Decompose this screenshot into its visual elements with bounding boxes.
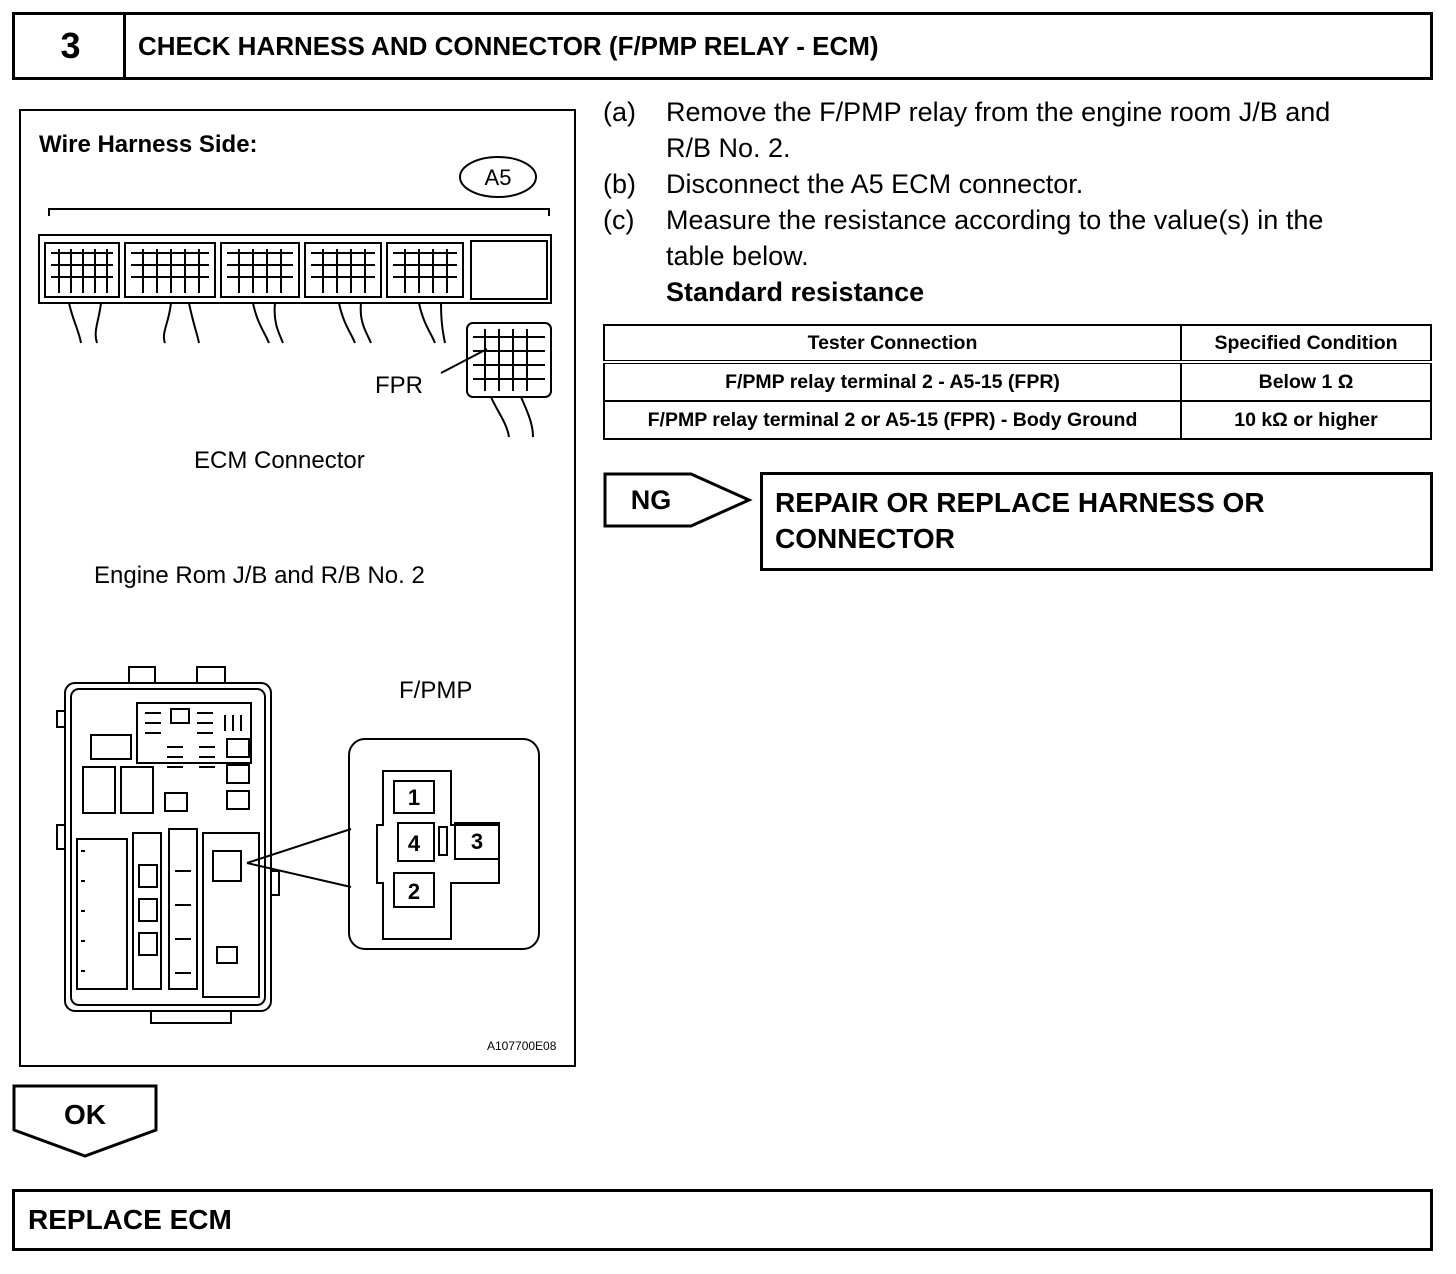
ok-action: REPLACE ECM [28, 1204, 232, 1235]
pin-group-3 [220, 242, 300, 298]
relay-terminal-2: 2 [408, 879, 420, 904]
figure-drawing: A5 [38, 156, 552, 1024]
ng-action-line: CONNECTOR [775, 523, 955, 554]
table-cell: F/PMP relay terminal 2 - A5-15 (FPR) [603, 361, 1182, 402]
jb-label: Engine Rom J/B and R/B No. 2 [94, 562, 425, 589]
ok-arrow: OK [12, 1084, 158, 1158]
ng-action-line: REPAIR OR REPLACE HARNESS OR [775, 487, 1265, 518]
ok-label: OK [64, 1099, 106, 1130]
instruction-label: (b) [603, 169, 636, 199]
relay-terminal-box [348, 738, 540, 950]
ng-label: NG [631, 485, 672, 515]
instruction-text: table below. [666, 241, 809, 271]
relay-label: F/PMP [399, 677, 473, 704]
fpmp-relay-slot [212, 850, 242, 882]
pin-group-4 [304, 242, 382, 298]
zoom-connector [466, 322, 552, 398]
spec-table: Tester Connection Specified Condition F/… [603, 324, 1432, 440]
relay-terminal-3: 3 [471, 829, 483, 854]
instruction-text: Disconnect the A5 ECM connector. [666, 169, 1084, 199]
figure-id: A107700E08 [487, 1039, 557, 1053]
instruction-text: R/B No. 2. [666, 133, 791, 163]
standard-heading: Standard resistance [666, 277, 925, 307]
wiring-figure: Wire Harness Side: FPR ECM Connector Eng… [19, 109, 576, 1067]
table-row: F/PMP relay terminal 2 - A5-15 (FPR) Bel… [603, 361, 1432, 402]
ecm-connector-label: ECM Connector [194, 447, 365, 474]
pin-group-5 [386, 242, 464, 298]
table-header: Tester Connection [603, 324, 1182, 364]
pin-group-2 [124, 242, 216, 298]
step-title: CHECK HARNESS AND CONNECTOR (F/PMP RELAY… [123, 12, 1433, 80]
ecm-connector-body [38, 234, 552, 304]
instruction-text: Remove the F/PMP relay from the engine r… [666, 97, 1331, 127]
instruction-text: Measure the resistance according to the … [666, 205, 1324, 235]
instructions: (a) Remove the F/PMP relay from the engi… [603, 94, 1432, 314]
table-header: Specified Condition [1180, 324, 1432, 364]
table-cell: Below 1 Ω [1180, 361, 1432, 402]
pin-group-1 [44, 242, 120, 298]
empty-slot [470, 240, 548, 300]
fpr-leader-line [440, 348, 488, 374]
table-header-row: Tester Connection Specified Condition [603, 324, 1432, 364]
ng-action-box: REPAIR OR REPLACE HARNESS OR CONNECTOR [760, 472, 1433, 571]
instruction-label: (c) [603, 205, 635, 235]
ok-action-box: REPLACE ECM [12, 1189, 1433, 1251]
table-cell: 10 kΩ or higher [1180, 400, 1432, 440]
relay-terminal-4: 4 [408, 831, 421, 856]
ecm-connector-top [48, 208, 550, 216]
ng-arrow: NG [603, 472, 753, 528]
junction-block [64, 682, 272, 1012]
instruction-label: (a) [603, 97, 636, 127]
table-row: F/PMP relay terminal 2 or A5-15 (FPR) - … [603, 400, 1432, 440]
connector-code-oval [459, 156, 537, 198]
fpr-label: FPR [375, 372, 423, 399]
table-cell: F/PMP relay terminal 2 or A5-15 (FPR) - … [603, 400, 1182, 440]
relay-terminal-1: 1 [408, 785, 420, 810]
figure-heading: Wire Harness Side: [39, 131, 258, 158]
step-number: 3 [12, 12, 126, 80]
connector-code: A5 [485, 165, 512, 190]
